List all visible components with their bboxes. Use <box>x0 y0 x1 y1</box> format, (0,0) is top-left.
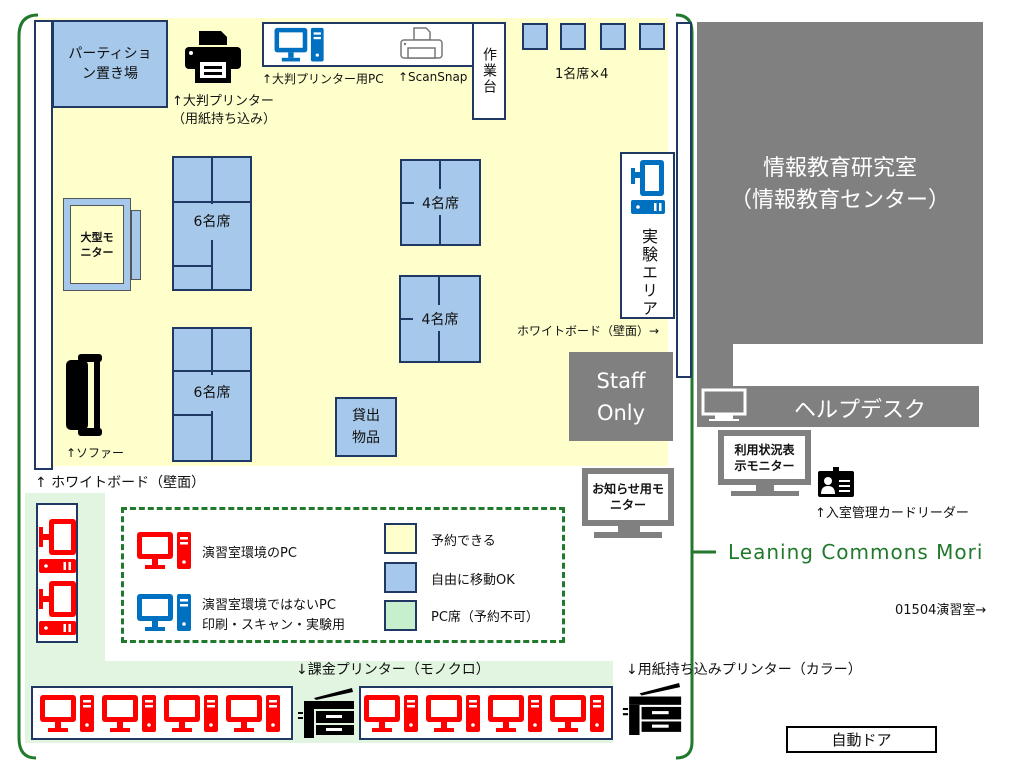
four-seat-table-bottom: 4名席 <box>399 275 481 363</box>
lab-pc-icon <box>39 693 97 737</box>
legend-lab-pc: 演習室環境のPC <box>202 546 297 561</box>
card-reader-label: ↑入室管理カードリーダー <box>815 506 969 521</box>
legend-other-pc-use: 印刷・スキャン・実験用 <box>202 618 346 633</box>
lending-items: 貸出物品 <box>335 397 397 457</box>
helpdesk-monitor-icon <box>701 388 747 421</box>
pc-row-right <box>359 686 613 740</box>
pc-column-left <box>36 503 78 643</box>
research-room-passage <box>697 340 733 390</box>
lab-pc-icon <box>163 693 221 737</box>
status-monitor-stand <box>756 485 774 491</box>
large-monitor: 大型モニター <box>63 198 131 291</box>
research-room <box>697 22 983 344</box>
legend-movable: 自由に移動OK <box>431 573 515 588</box>
large-printer-icon <box>185 31 241 83</box>
other-pc-legend-icon <box>136 592 194 636</box>
whiteboard-left-label: ↑ ホワイトボード（壁面） <box>35 475 206 491</box>
mono-copier-icon[interactable] <box>296 688 356 738</box>
legend-swatch-movable <box>384 562 417 593</box>
single-seat <box>560 23 586 50</box>
sofa-icon <box>66 354 102 436</box>
experiment-pc-icon <box>631 160 665 214</box>
status-monitor-base <box>731 491 799 496</box>
lab-pc-icon <box>101 693 159 737</box>
six-seat-table-bottom: 6名席 <box>172 327 252 462</box>
color-copier-icon[interactable] <box>620 683 684 735</box>
research-room-title: 情報教育研究室（情報教育センター） <box>729 156 950 213</box>
legend-swatch-pc-seat <box>384 600 417 631</box>
legend-reservable: 予約できる <box>431 534 496 549</box>
legend-swatch-reservable <box>384 523 417 554</box>
four-seat-table-top: 4名席 <box>400 159 481 246</box>
staff-only-area: Staff Only <box>569 352 673 441</box>
lab-pc-legend-icon <box>136 530 194 574</box>
room-01504-label[interactable]: 01504演習室→ <box>895 603 987 618</box>
whiteboard-right-label: ホワイトボード（壁面）→ <box>517 324 660 338</box>
mono-printer-label: ↓課金プリンター（モノクロ） <box>296 662 490 678</box>
single-seat <box>600 23 626 50</box>
auto-door: 自動ドア <box>786 726 937 753</box>
helpdesk[interactable]: ヘルプデスク <box>697 386 979 427</box>
lab-pc-icon <box>487 693 545 737</box>
notice-monitor: お知らせ用モニター <box>582 468 674 526</box>
single-seat <box>522 23 548 50</box>
sofa-label: ↑ソファー <box>66 446 125 460</box>
commons-name: Leaning Commons Mori <box>728 540 984 564</box>
workbench: 作業台 <box>472 22 506 120</box>
whiteboard-left-wall <box>34 20 53 470</box>
legend-other-pc: 演習室環境ではないPC <box>202 598 336 613</box>
lab-pc-icon <box>34 581 78 637</box>
color-printer-label: ↓用紙持ち込みプリンター（カラー） <box>626 662 862 678</box>
single-seat <box>639 23 665 50</box>
large-printer-note: （用紙持ち込み） <box>172 112 277 127</box>
card-reader-icon <box>818 467 854 497</box>
lab-pc-icon <box>425 693 483 737</box>
notice-monitor-stand <box>618 526 640 532</box>
lab-pc-icon <box>34 519 78 575</box>
experiment-area: 実験エリア <box>620 152 675 319</box>
notice-monitor-base <box>594 532 662 538</box>
whiteboard-right-wall <box>676 22 692 378</box>
scansnap-label: ↑ScanSnap <box>398 70 468 84</box>
pc-row-left <box>31 686 293 740</box>
scansnap-icon <box>400 27 443 59</box>
large-printer-label: ↑大判プリンター <box>172 94 274 109</box>
large-printer-pc-icon <box>270 26 330 66</box>
lab-pc-icon <box>549 693 607 737</box>
lab-pc-icon <box>363 693 421 737</box>
large-monitor-stand <box>131 210 141 280</box>
legend-pc-seat: PC席（予約不可） <box>431 610 539 625</box>
lab-pc-icon <box>225 693 283 737</box>
legend: 演習室環境のPC 演習室環境ではないPC 印刷・スキャン・実験用 予約できる 自… <box>121 507 565 643</box>
six-seat-table-top: 6名席 <box>172 156 252 291</box>
status-monitor: 利用状況表示モニター <box>718 430 811 485</box>
partition-storage: パーティション置き場 <box>52 20 168 108</box>
large-printer-pc-label: ↑大判プリンター用PC <box>262 72 384 86</box>
single-seats-label: 1名席×4 <box>555 67 609 82</box>
